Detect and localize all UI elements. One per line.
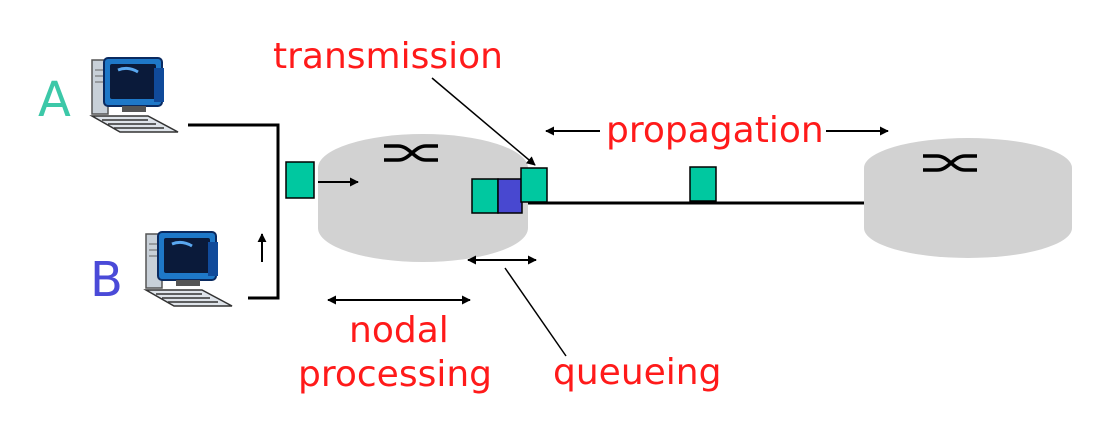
queueing-pointer [504, 267, 567, 357]
link-host-b [248, 198, 280, 300]
propagation-label: propagation [606, 110, 824, 151]
processing-label: processing [298, 354, 492, 395]
packet-queued-teal [471, 178, 499, 214]
host-b-label: B [90, 252, 123, 308]
transmission-label: transmission [273, 36, 503, 77]
router-right [864, 138, 1072, 258]
packet-propagating [689, 166, 717, 202]
packet-queued-blue [497, 178, 523, 214]
computer-host-b-icon [144, 230, 234, 308]
packet-incoming [285, 161, 315, 199]
packet-transmitting [520, 167, 548, 203]
transmission-pointer [431, 77, 536, 166]
queueing-label: queueing [553, 352, 721, 393]
nodal-label: nodal [349, 310, 449, 351]
link-host-a [188, 123, 280, 198]
host-a-label: A [38, 72, 71, 128]
computer-host-a-icon [90, 56, 180, 134]
